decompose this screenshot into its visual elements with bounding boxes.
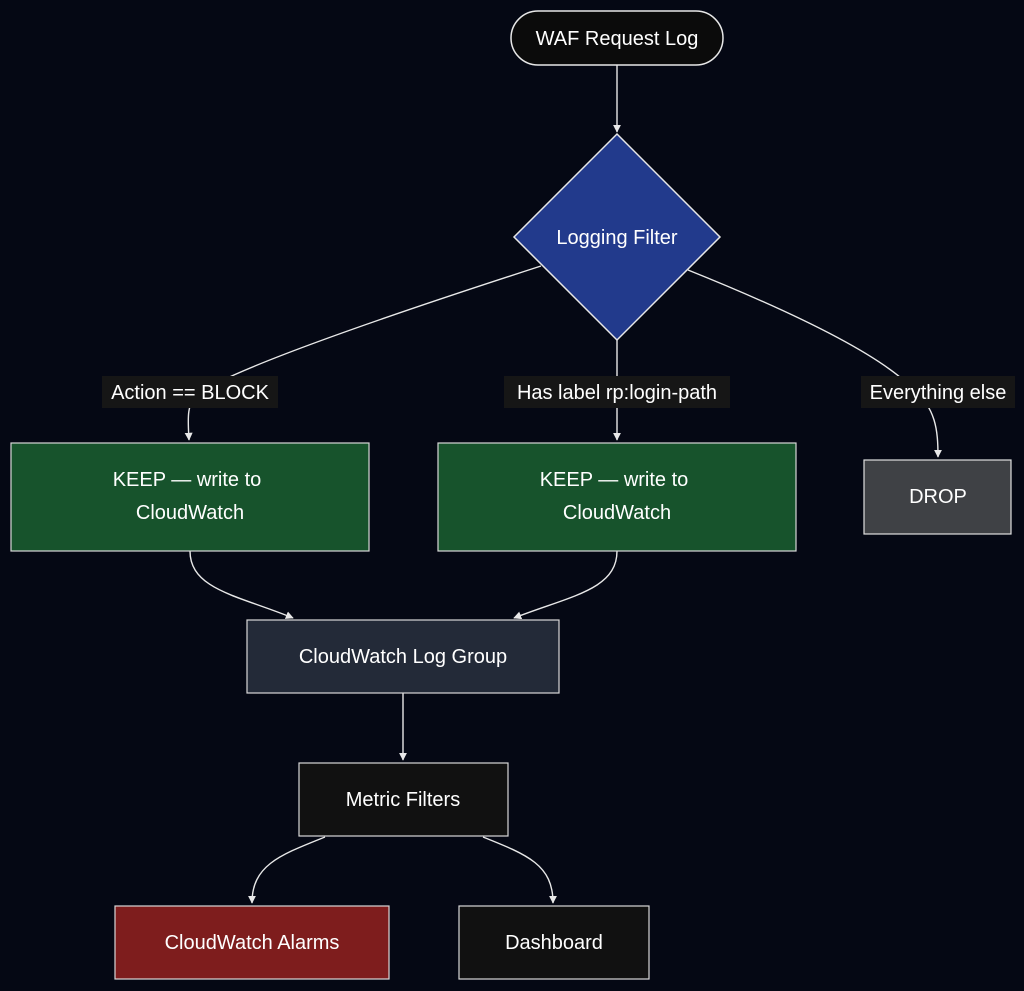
node-label: WAF Request Log (536, 28, 699, 50)
node-label-line2: CloudWatch (136, 502, 244, 524)
edge-metric-filters-to-dashboard (482, 836, 557, 904)
node-metric-filters[interactable]: Metric Filters (298, 762, 509, 837)
node-cloudwatch-log-group[interactable]: CloudWatch Log Group (246, 619, 560, 694)
edge-label-everything-else: Everything else (861, 376, 1015, 408)
node-drop[interactable]: DROP (863, 459, 1012, 535)
edge-filter-to-drop (687, 269, 942, 458)
edge-filter-to-keep-block (184, 265, 542, 441)
node-dashboard[interactable]: Dashboard (458, 905, 650, 980)
node-waf-request-log[interactable]: WAF Request Log (510, 10, 724, 66)
node-label-line1: KEEP — write to (113, 469, 262, 491)
node-keep-login[interactable]: KEEP — write to CloudWatch (437, 442, 797, 552)
node-cloudwatch-alarms[interactable]: CloudWatch Alarms (114, 905, 390, 980)
edge-label-text: Has label rp:login-path (517, 382, 717, 404)
node-label: CloudWatch Alarms (165, 932, 340, 954)
edges (184, 65, 942, 904)
edge-metric-filters-to-alarms (248, 836, 326, 904)
node-label-line1: KEEP — write to (540, 469, 689, 491)
node-label-line2: CloudWatch (563, 502, 671, 524)
node-keep-block[interactable]: KEEP — write to CloudWatch (10, 442, 370, 552)
node-label: Metric Filters (346, 789, 460, 811)
edge-label-has-label: Has label rp:login-path (504, 376, 730, 408)
edge-label-text: Action == BLOCK (111, 382, 270, 404)
node-label: Dashboard (505, 932, 603, 954)
edge-label-action-block: Action == BLOCK (102, 376, 278, 408)
node-logging-filter[interactable]: Logging Filter (512, 132, 722, 342)
edge-keep-login-to-log-group (513, 550, 618, 620)
edge-label-text: Everything else (870, 382, 1007, 404)
node-label: Logging Filter (556, 227, 678, 249)
node-label: CloudWatch Log Group (299, 646, 507, 668)
edge-keep-block-to-log-group (189, 550, 294, 619)
node-label: DROP (909, 486, 967, 508)
